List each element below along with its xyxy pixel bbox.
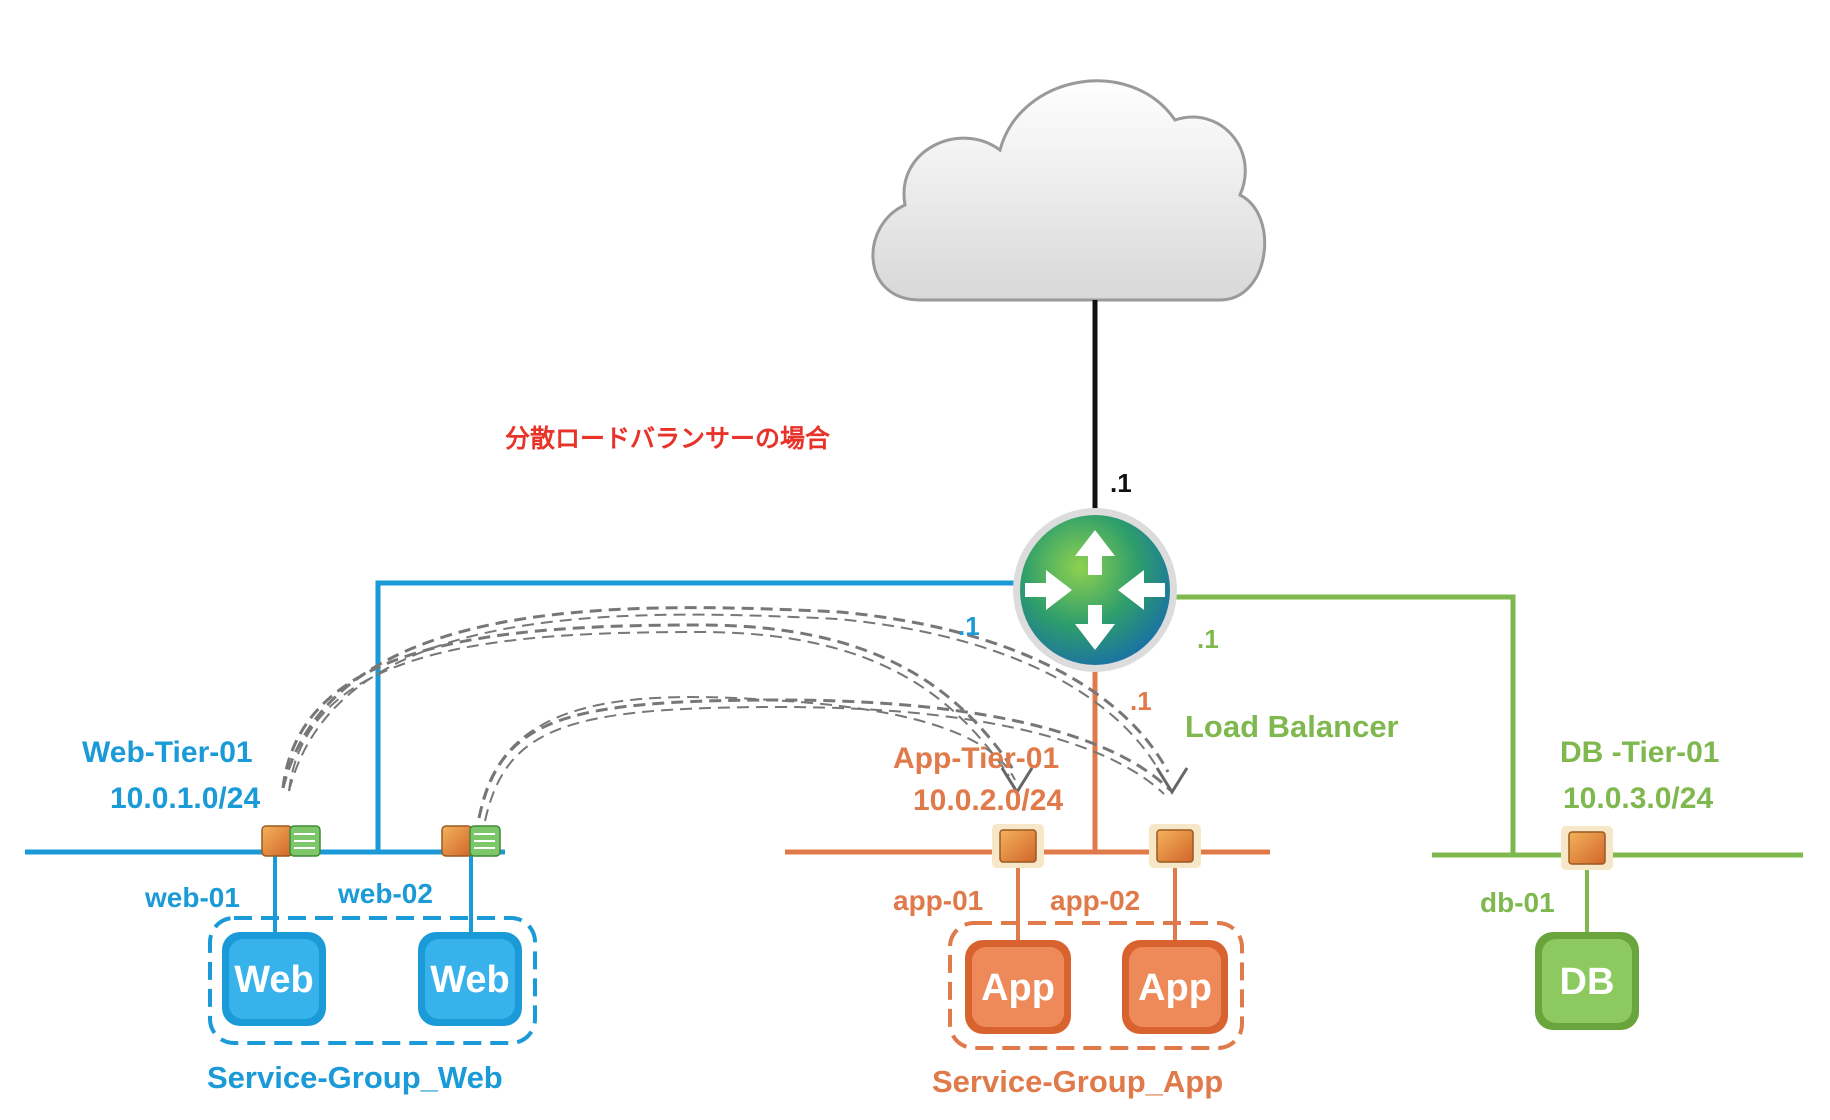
web-tier-name: Web-Tier-01 (82, 736, 253, 769)
router-db-if-label: .1 (1197, 624, 1219, 654)
vm-label-db-01: DB (1560, 961, 1615, 1003)
lb-arrowheads (1000, 767, 1189, 795)
router-web-if-label: .1 (958, 611, 980, 641)
vm-name-web-01: web-01 (144, 882, 240, 913)
web-02-lb-nic-icon (441, 825, 501, 857)
vm-db-01 (1535, 932, 1639, 1030)
vm-name-app-01: app-01 (893, 885, 983, 916)
lb-flow-arrows (281, 606, 1172, 822)
vm-web-02 (418, 932, 522, 1026)
diagram-title: 分散ロードバランサーの場合 (505, 424, 831, 453)
vm-app-02 (1122, 940, 1228, 1034)
cloud-icon (871, 79, 1267, 302)
vm-name-db-01: db-01 (1480, 887, 1555, 918)
service-group-app-box (948, 921, 1244, 1050)
vm-label-web-02: Web (430, 959, 510, 1001)
router-app-if-label: .1 (1130, 686, 1152, 716)
service-group-web-box (208, 916, 537, 1045)
router-uplink-label: .1 (1110, 468, 1132, 498)
vm-label-app-02: App (1138, 967, 1212, 1009)
service-group-web-label: Service-Group_Web (207, 1060, 503, 1095)
vm-label-app-01: App (981, 967, 1055, 1009)
vm-name-web-02: web-02 (337, 878, 433, 909)
web-tier-subnet: 10.0.1.0/24 (110, 782, 260, 815)
db-tier-subnet: 10.0.3.0/24 (1563, 782, 1713, 815)
vm-label-web-01: Web (234, 959, 314, 1001)
load-balancer-label: Load Balancer (1185, 709, 1399, 744)
db-01-nic-icon (1561, 826, 1613, 870)
app-02-nic-icon (1149, 824, 1201, 868)
service-group-app-label: Service-Group_App (932, 1064, 1223, 1099)
vm-app-01 (965, 940, 1071, 1034)
vm-web-01 (222, 932, 326, 1026)
app-01-nic-icon (992, 824, 1044, 868)
web-01-lb-nic-icon (261, 825, 321, 857)
router-icon (1013, 508, 1177, 672)
vm-name-app-02: app-02 (1050, 885, 1140, 916)
app-tier-subnet: 10.0.2.0/24 (913, 784, 1063, 817)
app-tier-name: App-Tier-01 (893, 742, 1059, 775)
db-tier-name: DB -Tier-01 (1560, 736, 1720, 769)
